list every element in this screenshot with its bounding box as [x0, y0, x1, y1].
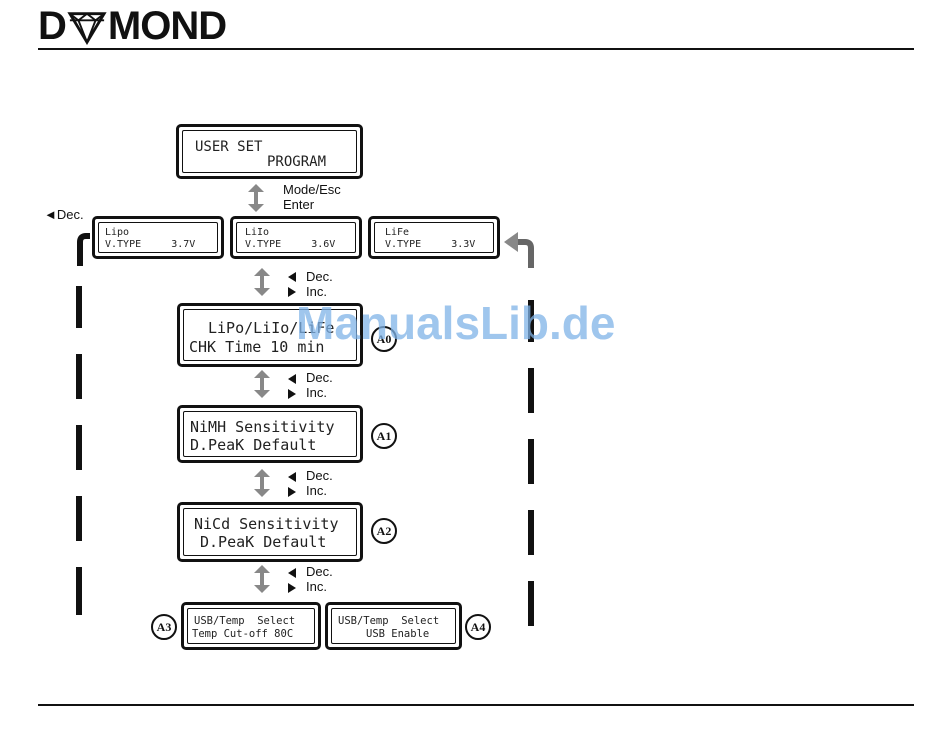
- right-triangle-icon: [288, 487, 296, 497]
- badge-a1: A1: [371, 423, 397, 449]
- left-triangle-icon: [288, 374, 296, 384]
- lcd-line: NiMH Sensitivity: [190, 418, 335, 436]
- lcd-line: V.TYPE 3.6V: [245, 239, 336, 250]
- diamond-logo: D MOND: [38, 4, 227, 48]
- lcd-a3: USB/Temp Select Temp Cut-off 80C: [181, 602, 321, 650]
- lcd-line: D.PeaK Default: [200, 533, 327, 551]
- enter-label: Enter: [283, 197, 315, 212]
- up-down-arrow-icon: [254, 469, 270, 497]
- badge-a0: A0: [371, 326, 397, 352]
- lcd-line: D.PeaK Default: [190, 436, 317, 454]
- dashed-line-left: [76, 354, 82, 399]
- lcd-lipo: Lipo V.TYPE 3.7V: [92, 216, 224, 259]
- footer-rule: [38, 704, 914, 706]
- dec-label: Dec.: [306, 468, 333, 483]
- left-triangle-icon: [288, 272, 296, 282]
- inc-label: Inc.: [306, 483, 327, 498]
- lcd-line: USER SET: [195, 139, 263, 155]
- lcd-a2: NiCd Sensitivity D.PeaK Default: [177, 502, 363, 562]
- dashed-line-right: [528, 439, 534, 484]
- lcd-line: LiIo: [245, 227, 270, 238]
- dec-label: Dec.: [306, 564, 333, 579]
- right-triangle-icon: [288, 287, 296, 297]
- lcd-line: LiPo/LiIo/LiFe: [208, 319, 335, 337]
- lcd-line: V.TYPE 3.3V: [385, 239, 476, 250]
- dec-label: Dec.: [306, 269, 333, 284]
- lcd-line: CHK Time 10 min: [189, 338, 325, 356]
- up-down-arrow-icon: [254, 565, 270, 593]
- badge-a4: A4: [465, 614, 491, 640]
- lcd-line: V.TYPE 3.7V: [105, 239, 196, 250]
- badge-a2: A2: [371, 518, 397, 544]
- up-down-arrow-icon: [248, 184, 264, 212]
- dec-left-label: ◄Dec.: [44, 207, 84, 222]
- lcd-line: USB/Temp Select: [194, 615, 296, 627]
- lcd-a4: USB/Temp Select USB Enable: [325, 602, 462, 650]
- dashed-line-right: [528, 300, 534, 342]
- logo-text: MOND: [107, 4, 227, 48]
- right-triangle-icon: [288, 389, 296, 399]
- loop-back-arrow-icon: [77, 232, 534, 268]
- dashed-line-left: [76, 567, 82, 615]
- lcd-line: Temp Cut-off 80C: [192, 628, 294, 640]
- left-triangle-icon: [288, 568, 296, 578]
- lcd-line: NiCd Sensitivity: [194, 515, 339, 533]
- header-rule: [38, 48, 914, 50]
- up-down-arrow-icon: [254, 268, 270, 296]
- lcd-a0: LiPo/LiIo/LiFe CHK Time 10 min: [177, 303, 363, 367]
- dashed-line-right: [528, 368, 534, 413]
- lcd-line: Lipo: [105, 227, 130, 238]
- lcd-line: USB Enable: [366, 628, 430, 640]
- dashed-line-left: [76, 425, 82, 470]
- lcd-user-set: USER SET PROGRAM: [176, 124, 363, 179]
- lcd-line: PROGRAM: [267, 154, 327, 170]
- lcd-line: USB/Temp Select: [338, 615, 440, 627]
- inc-label: Inc.: [306, 579, 327, 594]
- lcd-lilo: LiIo V.TYPE 3.6V: [230, 216, 362, 259]
- dec-label: Dec.: [306, 370, 333, 385]
- dashed-line-left: [76, 286, 82, 328]
- mode-esc-label: Mode/Esc: [283, 182, 341, 197]
- lcd-line: LiFe: [385, 227, 410, 238]
- lcd-life: LiFe V.TYPE 3.3V: [368, 216, 500, 259]
- dashed-line-left: [76, 496, 82, 541]
- watermark: ManualsLib.de: [296, 297, 616, 349]
- dashed-line-right: [528, 510, 534, 555]
- badge-a3: A3: [151, 614, 177, 640]
- dashed-line-right: [528, 581, 534, 626]
- left-triangle-icon: [288, 472, 296, 482]
- right-triangle-icon: [288, 583, 296, 593]
- up-down-arrow-icon: [254, 370, 270, 398]
- diamond-icon: [67, 11, 107, 45]
- inc-label: Inc.: [306, 284, 327, 299]
- lcd-a1: NiMH Sensitivity D.PeaK Default: [177, 405, 363, 463]
- inc-label: Inc.: [306, 385, 327, 400]
